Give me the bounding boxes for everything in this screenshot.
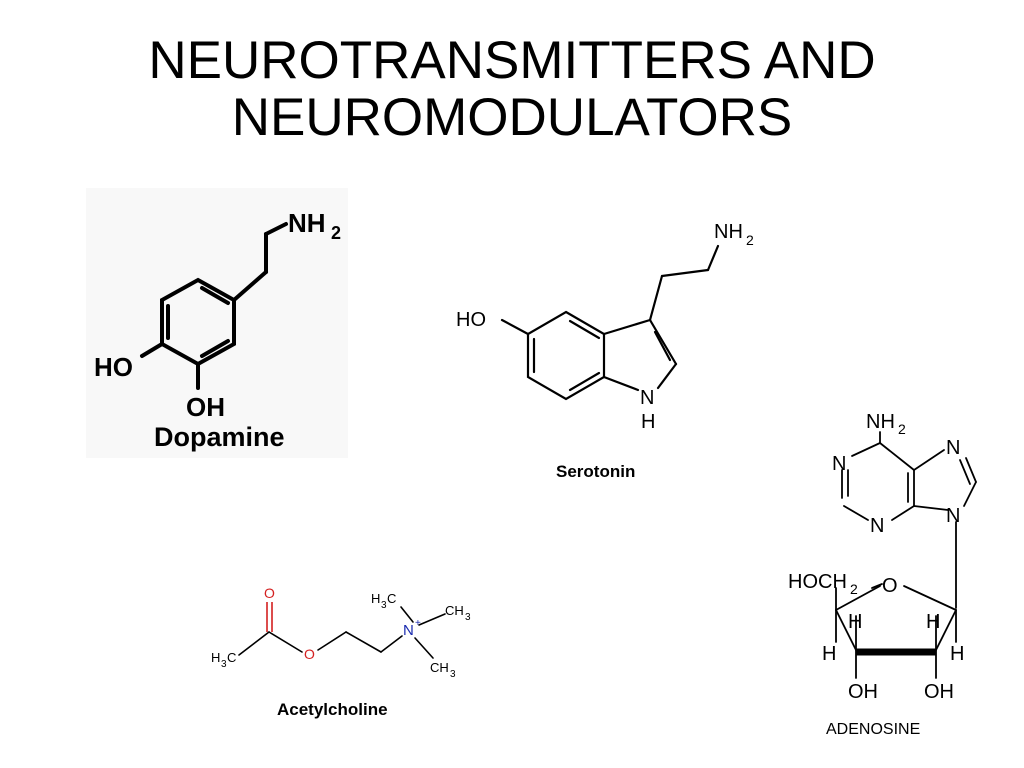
- ade-imid-2: [965, 457, 977, 483]
- ach-carbonyl-o: O: [264, 585, 275, 601]
- adenosine-structure: NH 2 N N N N HOCH 2 O H H H H OH OH ADEN…: [780, 398, 1024, 748]
- title-line-2: NEUROMODULATORS: [231, 88, 793, 147]
- ade-oh-c3: OH: [848, 681, 878, 703]
- serotonin-caption: Serotonin: [556, 462, 635, 481]
- serotonin-diagram: NH 2 HO N H Serotonin: [456, 221, 754, 481]
- dopamine-chain-3: [264, 222, 288, 236]
- serotonin-benzene-ring: [526, 310, 606, 401]
- title-line-1: NEUROTRANSMITTERS AND: [148, 31, 876, 90]
- ade-amine-label: NH: [866, 411, 895, 433]
- ade-n3: N: [870, 515, 884, 537]
- serotonin-amine-label: NH: [714, 221, 743, 243]
- serotonin-ring-h: H: [641, 411, 655, 433]
- ach-carbonyl-double-bond: [266, 602, 273, 632]
- ach-nmethyl-1: [400, 606, 414, 623]
- ade-hoch-sub: 2: [850, 581, 858, 597]
- acetylcholine-caption: Acetylcholine: [277, 700, 388, 719]
- dopamine-ho-label: HO: [94, 352, 133, 382]
- ach-nmethyl-3: [414, 637, 434, 659]
- ade-pyr-1: [851, 442, 881, 457]
- dopamine-amine-subscript: 2: [331, 223, 341, 243]
- ade-ribose-c1-c2: [935, 609, 957, 651]
- ade-imid-1: [913, 449, 945, 471]
- ade-ring-o: O: [882, 575, 898, 597]
- ade-h-c1: H: [950, 643, 964, 665]
- dopamine-caption: Dopamine: [154, 422, 285, 452]
- serotonin-inner-bond-3: [568, 371, 601, 392]
- ade-pyr-4: [891, 505, 915, 521]
- ach-positive-charge: +: [415, 618, 421, 629]
- serotonin-ho-bond: [500, 318, 530, 336]
- serotonin-pyrrole-bond-3: [656, 362, 678, 390]
- dopamine-chain-1: [232, 270, 268, 302]
- serotonin-structure: NH 2 HO N H Serotonin: [450, 200, 780, 490]
- ade-h-c4: H: [822, 643, 836, 665]
- ach-chain-2: [345, 631, 382, 653]
- ach-chain-3: [380, 635, 403, 653]
- serotonin-ring-n: N: [640, 387, 654, 409]
- ach-nmethyl-2: [418, 613, 446, 626]
- serotonin-chain-3: [706, 244, 720, 272]
- ade-pyr-3: [843, 505, 869, 521]
- ade-ribose-o-c1: [903, 585, 957, 611]
- ach-bottom-methyl-sub: 3: [450, 669, 456, 680]
- ach-nitrogen: N: [403, 622, 414, 639]
- ach-top-methyl-sub: 3: [381, 600, 387, 611]
- ade-imid-2-double: [959, 459, 971, 485]
- ach-methyl-bond: [238, 631, 270, 656]
- ade-n7: N: [946, 437, 960, 459]
- ach-chain-1: [317, 631, 347, 651]
- serotonin-chain-2: [660, 268, 710, 278]
- ach-right-methyl: CH: [445, 603, 464, 618]
- ach-methyl-h: H: [211, 650, 220, 665]
- ade-n1: N: [832, 453, 846, 475]
- ade-imid-3: [963, 481, 977, 507]
- ade-h-c3: H: [848, 611, 862, 633]
- ade-n9: N: [946, 505, 960, 527]
- dopamine-inner-bond-2: [200, 286, 230, 305]
- ach-ester-bond: [268, 631, 303, 653]
- ach-bottom-methyl: CH: [430, 660, 449, 675]
- ade-h-c2: H: [926, 611, 940, 633]
- dopamine-ho-bond: [140, 342, 164, 358]
- ach-top-methyl-c: C: [387, 591, 396, 606]
- serotonin-chain-1: [648, 274, 664, 322]
- dopamine-inner-bond-3: [200, 339, 230, 358]
- ade-pyr-6: [879, 442, 915, 471]
- ach-right-methyl-sub: 3: [465, 612, 471, 623]
- dopamine-diagram: NH 2 HO OH Dopamine: [94, 208, 341, 452]
- dopamine-figure-background: [86, 188, 348, 458]
- dopamine-oh-label: OH: [186, 392, 225, 422]
- ade-oh-c2: OH: [924, 681, 954, 703]
- slide-title: NEUROTRANSMITTERS AND NEUROMODULATORS: [0, 32, 1024, 146]
- serotonin-pyrrole-bond-4: [602, 375, 640, 392]
- ach-ester-o: O: [304, 646, 315, 662]
- ach-top-methyl-h: H: [371, 591, 380, 606]
- adenosine-diagram: NH 2 N N N N HOCH 2 O H H H H OH OH ADEN…: [788, 411, 977, 738]
- serotonin-inner-bond-2: [568, 319, 601, 340]
- dopamine-benzene-ring: [160, 277, 236, 367]
- serotonin-amine-subscript: 2: [746, 232, 754, 248]
- ade-ribose-c4-c3: [835, 609, 857, 651]
- ade-ribose-c4-o: [835, 585, 881, 611]
- serotonin-pyrrole-bond-2: [648, 318, 678, 366]
- acetylcholine-diagram: O O H 3 C H 3 C N + CH 3 CH 3 Acetylchol…: [211, 585, 471, 719]
- serotonin-pyrrole-double: [653, 330, 672, 362]
- ade-amine-sub: 2: [898, 421, 906, 437]
- adenosine-caption: ADENOSINE: [826, 721, 920, 738]
- serotonin-ho-label: HO: [456, 309, 486, 331]
- ach-methyl-c: C: [227, 650, 236, 665]
- serotonin-pyrrole-bond-1: [602, 318, 652, 336]
- ade-hoch-label: HOCH: [788, 571, 847, 593]
- dopamine-structure: NH 2 HO OH Dopamine: [86, 188, 348, 458]
- ade-imid-4: [913, 505, 949, 511]
- dopamine-amine-label: NH: [288, 208, 326, 238]
- ade-ribose-hoch-link: [871, 583, 883, 589]
- acetylcholine-structure: O O H 3 C H 3 C N + CH 3 CH 3 Acetylchol…: [205, 580, 495, 725]
- ach-methyl-sub: 3: [221, 659, 227, 670]
